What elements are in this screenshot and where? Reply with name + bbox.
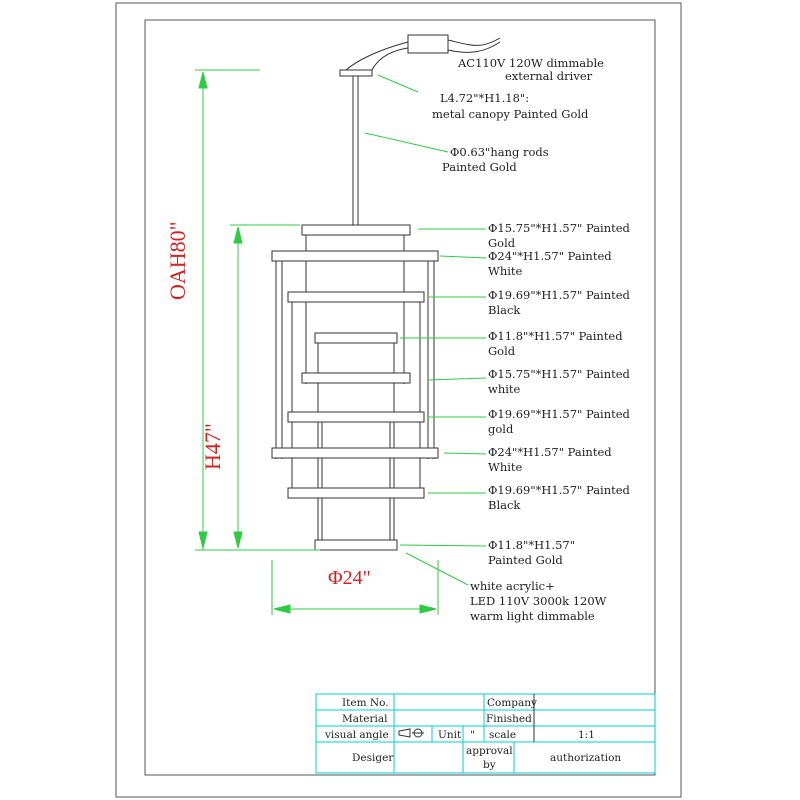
ring-label: Φ19.69"*H1.57" Painted (488, 483, 631, 497)
unit-value: " (470, 729, 475, 741)
approval-label-2: by (483, 759, 496, 771)
sheet-border (115, 2, 682, 798)
rods-label: Φ0.63"hang rods (450, 145, 549, 159)
body-height-label: H47" (200, 423, 225, 470)
ring-label-finish: Black (488, 498, 521, 512)
canopy-label-2: metal canopy Painted Gold (432, 107, 589, 121)
ring (301, 372, 411, 384)
ring-label-finish: Painted Gold (488, 553, 563, 567)
scale-value: 1:1 (578, 729, 595, 741)
ring-label-finish: Gold (488, 344, 516, 358)
light-label: white acrylic+ (470, 579, 555, 593)
leader-line (443, 452, 487, 455)
ring (314, 539, 398, 551)
canopy (339, 69, 373, 77)
ring-label: Φ24"*H1.57" Painted (488, 249, 612, 263)
leader-line (405, 552, 469, 586)
ring (301, 224, 411, 236)
frame-border (144, 19, 656, 776)
ring (287, 411, 425, 423)
lamp-body (271, 224, 439, 551)
projection-symbol-icon (398, 728, 424, 738)
designer-label: Desiger (352, 752, 394, 764)
ring-label-finish: gold (488, 422, 514, 436)
driver-label: AC110V 120W dimmable (457, 56, 604, 70)
leader-line (427, 377, 487, 381)
ring-label-finish: Gold (488, 236, 516, 250)
canopy-label: L4.72"*H1.18": (440, 91, 529, 105)
light-label-2: LED 110V 3000k 120W (470, 594, 607, 608)
ring-label-finish: Black (488, 303, 521, 317)
ring (271, 447, 439, 459)
title-block (315, 693, 656, 774)
leader-line (439, 255, 487, 259)
visual-angle-label: visual angle (324, 729, 389, 741)
ring-label: Φ11.8"*H1.57" Painted (488, 329, 623, 343)
ring-label: Φ11.8"*H1.57" (488, 538, 575, 552)
ring-label: Φ19.69"*H1.57" Painted (488, 288, 631, 302)
ring-label: Φ15.75"*H1.57" Painted (488, 367, 631, 381)
ring (287, 291, 425, 303)
leader-line (399, 544, 487, 547)
authorization-label: authorization (550, 752, 621, 764)
unit-label: Unit (438, 729, 462, 741)
approval-label: approval (466, 745, 513, 757)
leader-line (377, 74, 419, 93)
overall-height-label: OAH80" (165, 221, 190, 300)
driver-icon (345, 34, 501, 71)
finished-label: Finished (486, 713, 532, 725)
leader-line (364, 132, 449, 153)
ring-label-finish: White (488, 264, 523, 278)
ring (314, 332, 398, 344)
light-label-3: warm light dimmable (470, 609, 595, 623)
item-no-label: Item No. (342, 697, 389, 709)
ring-label-finish: White (488, 460, 523, 474)
material-label: Material (342, 713, 388, 725)
diameter-label: Φ24" (328, 567, 371, 589)
scale-label: scale (489, 729, 516, 741)
ring-label: Φ15.75"*H1.57" Painted (488, 221, 631, 235)
company-label: Company (487, 697, 537, 709)
rods-label-2: Painted Gold (442, 160, 517, 174)
dimension-lines (195, 69, 439, 615)
driver-label-2: external driver (505, 69, 593, 83)
ring (271, 250, 439, 262)
ring-label-finish: white (488, 382, 521, 396)
ring (287, 487, 425, 499)
ring-label: Φ19.69"*H1.57" Painted (488, 407, 631, 421)
leader-lines (364, 74, 487, 586)
ring-label: Φ24"*H1.57" Painted (488, 445, 612, 459)
